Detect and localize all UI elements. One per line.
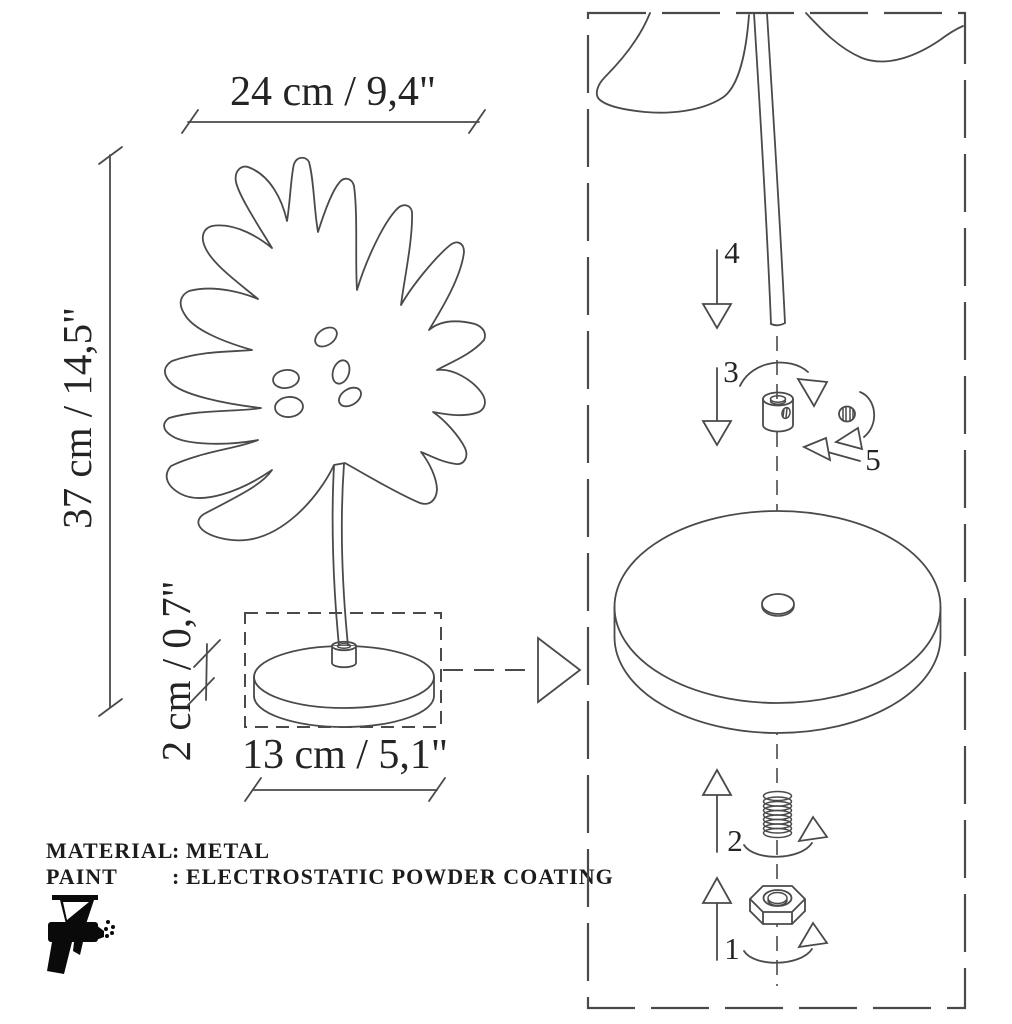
step-5: 5	[801, 391, 881, 477]
spec-notes: MATERIAL : METAL PAINT : ELECTROSTATIC P…	[46, 838, 614, 889]
nut-hole-thread	[767, 891, 788, 905]
step-1: 1	[701, 876, 829, 966]
base-disc-fill	[254, 646, 434, 727]
dimension-tick	[468, 109, 486, 134]
material-label: MATERIAL	[46, 838, 173, 863]
leaf-fragment	[595, 12, 964, 327]
rotation-arrow-arc	[743, 842, 813, 858]
dimension-base-thickness: 2 cm / 0,7"	[153, 581, 221, 762]
dimension-tick	[98, 146, 123, 165]
collar-hole-depth	[769, 400, 787, 405]
base-collar-hole	[336, 643, 352, 649]
material-colon: :	[172, 838, 180, 863]
rotation-arrowhead	[833, 426, 864, 451]
step-4: 4	[701, 235, 740, 330]
dimension-base-thickness-label: 2 cm / 0,7"	[153, 581, 199, 762]
leaf-hole	[274, 396, 304, 418]
step-3-arrowhead	[701, 420, 733, 447]
material-value: METAL	[186, 838, 270, 863]
paint-colon: :	[172, 864, 180, 889]
callout-arrowhead	[537, 636, 582, 704]
paint-label: PAINT	[46, 864, 118, 889]
collar-top	[762, 391, 794, 407]
step-5-arrow-line	[823, 450, 861, 462]
leaf-silhouette	[163, 156, 486, 542]
dimension-base-diameter: 13 cm / 5,1"	[242, 732, 448, 802]
base-disc-enlarged	[613, 510, 942, 734]
dimension-tick	[187, 677, 215, 706]
step-4-arrowhead	[701, 303, 733, 330]
rotation-arrow-arc	[743, 948, 813, 964]
dimension-tick	[181, 109, 199, 134]
dimension-tick	[98, 698, 123, 717]
base-disc-bottom	[253, 695, 435, 728]
rotation-arrowhead	[797, 815, 829, 843]
dimension-tick	[193, 639, 221, 668]
disc-fill	[614, 510, 942, 734]
step-5-label: 5	[865, 442, 881, 477]
disc-bottom	[613, 636, 942, 734]
leaf-fragment-left-lobe	[595, 12, 750, 114]
detail-frame	[586, 11, 967, 1010]
collar-body	[762, 398, 794, 433]
dimension-width-label: 24 cm / 9,4"	[230, 69, 436, 115]
step-4-label: 4	[724, 235, 740, 270]
dimension-width: 24 cm / 9,4"	[181, 69, 486, 134]
step-1-arrowhead	[701, 876, 733, 904]
disc-center-hole	[761, 593, 795, 615]
collar-hole	[769, 395, 787, 403]
stud-thread	[762, 790, 793, 802]
stud-thread	[762, 827, 793, 839]
front-view: 24 cm / 9,4" 37 cm / 14,5"	[54, 69, 486, 802]
detail-view: 4 3	[586, 11, 967, 1010]
step-2: 2	[701, 768, 829, 858]
stem	[331, 465, 340, 647]
rotation-arrow-arc	[739, 361, 809, 387]
paint-value: ELECTROSTATIC POWDER COATING	[186, 864, 614, 889]
detail-callout-arrow	[443, 636, 582, 704]
step-5-arrowhead	[801, 436, 832, 462]
dimension-tick	[428, 777, 446, 802]
leaf-hole	[331, 359, 351, 385]
nut-hole-thread-depth	[767, 899, 788, 907]
step-1-label: 1	[724, 931, 740, 966]
rotation-arrowhead	[797, 921, 829, 949]
dimension-height-label: 37 cm / 14,5"	[54, 307, 100, 529]
base-collar-fill	[332, 646, 356, 668]
step-2-label: 2	[727, 823, 743, 858]
step-3: 3	[701, 354, 829, 447]
dimension-base-diameter-label: 13 cm / 5,1"	[242, 732, 448, 778]
rotation-arrowhead	[796, 377, 829, 408]
stud-thread	[762, 823, 793, 834]
collar-setscrew-hatch	[782, 408, 785, 418]
collar-setscrew-hatch	[785, 407, 788, 419]
leaf-fragment-stem	[766, 12, 786, 324]
leaf-hole	[314, 326, 338, 348]
dimension-height: 37 cm / 14,5"	[54, 146, 123, 717]
leaf-fragment-stem-end	[770, 322, 786, 327]
base-disc	[253, 640, 435, 728]
dimension-tick	[244, 777, 262, 802]
leaf-fragment-right-lobe	[805, 12, 964, 63]
leaf-hole	[338, 386, 362, 408]
spray-gun-icon	[47, 895, 115, 974]
base-collar-body	[331, 645, 357, 669]
step-2-arrowhead	[701, 768, 733, 796]
base-collar-top	[331, 640, 357, 652]
rotation-arrow-arc	[859, 391, 876, 438]
leaf-hole	[272, 369, 300, 389]
collar	[762, 391, 794, 433]
disc-center-hole-depth	[761, 605, 795, 617]
step-3-label: 3	[723, 354, 739, 389]
leaf-outline	[163, 156, 486, 647]
stem	[341, 463, 349, 647]
nut-bottom-edges	[749, 910, 806, 925]
leaf-fragment-stem	[753, 12, 772, 325]
